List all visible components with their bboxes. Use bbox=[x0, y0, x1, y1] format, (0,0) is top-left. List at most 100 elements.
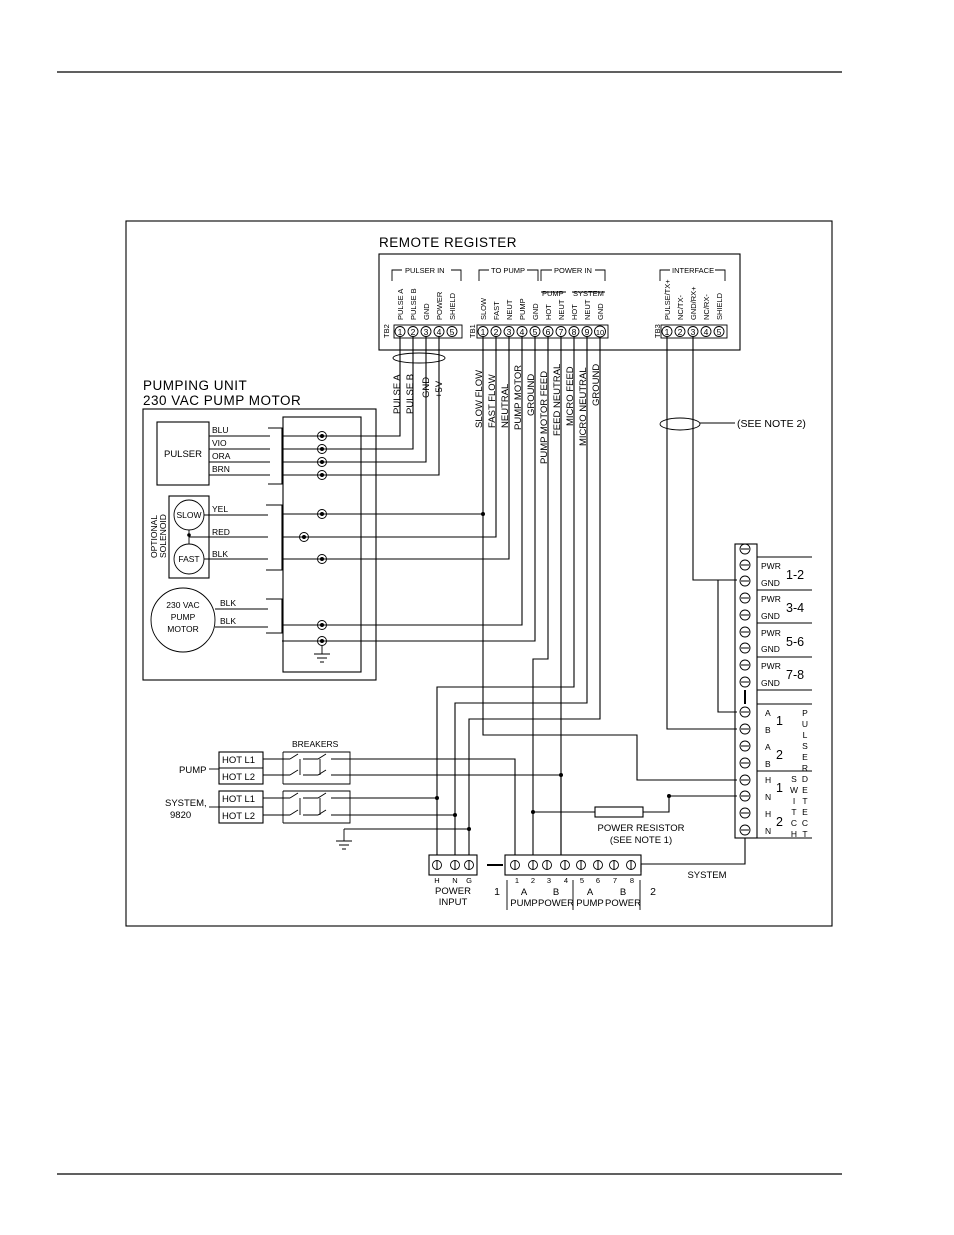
svg-text:3: 3 bbox=[424, 327, 429, 337]
svg-text:H: H bbox=[791, 829, 797, 839]
wire-ora: ORA bbox=[212, 451, 231, 461]
svg-text:2: 2 bbox=[411, 327, 416, 337]
switch-group-1: 1 bbox=[776, 781, 783, 795]
wire-gnd-bus bbox=[717, 580, 737, 713]
strip-num: 3 bbox=[547, 876, 551, 885]
tb2-id: TB2 bbox=[382, 324, 391, 338]
remote-register-box bbox=[378, 253, 741, 351]
wire-blu: BLU bbox=[212, 425, 229, 435]
system-hot-l2: HOT L2 bbox=[222, 811, 255, 822]
wire-interface-gnd bbox=[692, 337, 737, 581]
ab-label: A bbox=[765, 708, 771, 718]
power-input-n: N bbox=[452, 876, 457, 885]
svg-text:5: 5 bbox=[717, 327, 722, 337]
pumping-unit-box bbox=[142, 408, 377, 681]
strip-num: 7 bbox=[613, 876, 617, 885]
pumping-unit-title: PUMPING UNIT bbox=[143, 378, 247, 393]
strip-num: 4 bbox=[564, 876, 568, 885]
tb3-label: PULSE/TX+ bbox=[663, 279, 672, 320]
strip-a-1: A bbox=[521, 887, 528, 898]
tb2-label: POWER bbox=[435, 291, 444, 320]
ab-label: B bbox=[765, 759, 771, 769]
svg-text:T: T bbox=[791, 807, 796, 817]
svg-text:T: T bbox=[802, 796, 807, 806]
pump-hot-l1: HOT L1 bbox=[222, 755, 255, 766]
wire-system-ground bbox=[468, 337, 601, 855]
tb3-terminal: 2 bbox=[674, 326, 686, 337]
switch-group-2: 2 bbox=[776, 815, 783, 829]
cable-label: PUMP MOTOR FEED bbox=[539, 371, 550, 464]
tb1-terminal: 2 bbox=[490, 326, 502, 337]
diagram-frame bbox=[125, 220, 833, 927]
interface-bracket bbox=[659, 269, 726, 281]
pulser-in-label: PULSER IN bbox=[405, 266, 445, 275]
svg-text:9: 9 bbox=[585, 327, 590, 337]
tb3-label: NC/TX- bbox=[676, 295, 685, 321]
see-note-2: (SEE NOTE 2) bbox=[737, 418, 806, 430]
tb2-terminal: 4 bbox=[433, 326, 445, 337]
system-label: SYSTEM bbox=[687, 870, 726, 881]
hn-label: H bbox=[765, 775, 771, 785]
tb2-cable-sheath bbox=[392, 352, 446, 364]
svg-text:2: 2 bbox=[494, 327, 499, 337]
gnd-label: GND bbox=[761, 644, 780, 654]
tb3-terminal: 5 bbox=[713, 326, 725, 337]
power-resistor-note: (SEE NOTE 1) bbox=[610, 835, 672, 846]
tb3-terminal: 1 bbox=[661, 326, 673, 337]
svg-text:10: 10 bbox=[596, 328, 604, 337]
power-resistor-label: POWER RESISTOR bbox=[598, 823, 685, 834]
svg-text:6: 6 bbox=[546, 327, 551, 337]
tb1-label: HOT bbox=[544, 304, 553, 320]
tb1-terminal: 6 bbox=[542, 326, 554, 337]
pair-1-2: 1-2 bbox=[786, 568, 804, 582]
strip-num: 1 bbox=[515, 876, 519, 885]
svg-text:1: 1 bbox=[665, 327, 670, 337]
svg-text:T: T bbox=[802, 829, 807, 839]
cable-label: NEUTRAL bbox=[500, 384, 511, 428]
power-input-label-2: INPUT bbox=[439, 897, 468, 908]
strip-num: 2 bbox=[531, 876, 535, 885]
tb3-terminal: 4 bbox=[700, 326, 712, 337]
wire-pulse-b bbox=[282, 337, 414, 450]
strip-b-1: B bbox=[553, 887, 559, 898]
tb1-id: TB1 bbox=[468, 324, 477, 338]
breakers-system-9820: 9820 bbox=[170, 810, 191, 821]
svg-text:P: P bbox=[802, 708, 808, 718]
svg-text:5: 5 bbox=[450, 327, 455, 337]
remote-register: REMOTE REGISTER PULSER IN TO PUMP POWER … bbox=[378, 235, 741, 351]
wire-power-resistor bbox=[533, 795, 737, 813]
strip-num: 5 bbox=[580, 876, 584, 885]
motor-label-3: MOTOR bbox=[167, 624, 198, 634]
power-input-block bbox=[428, 854, 478, 876]
pulser-group-1: 1 bbox=[776, 714, 783, 728]
solenoid-junction bbox=[187, 533, 191, 537]
tb1-terminal: 8 bbox=[568, 326, 580, 337]
cable-label: SLOW FLOW bbox=[474, 370, 485, 428]
svg-text:2: 2 bbox=[678, 327, 683, 337]
bottom-strip-screws bbox=[510, 860, 636, 870]
tb1-terminal: 5 bbox=[529, 326, 541, 337]
gnd-label: GND bbox=[761, 578, 780, 588]
pair-5-6: 5-6 bbox=[786, 635, 804, 649]
cable-label: GROUND bbox=[591, 364, 602, 406]
tb2-terminal: 3 bbox=[420, 326, 432, 337]
tb2-terminals: 1 2 3 4 5 bbox=[393, 324, 463, 339]
wire-pump-hot-l2 bbox=[347, 774, 562, 855]
tb1-label: NEUT bbox=[583, 299, 592, 320]
tb1-label: SLOW bbox=[479, 297, 488, 320]
svg-text:L: L bbox=[803, 730, 808, 740]
to-pump-label: TO PUMP bbox=[491, 266, 525, 275]
tb2-terminal: 5 bbox=[446, 326, 458, 337]
pump-ground-icon bbox=[314, 646, 330, 663]
fast-label: FAST bbox=[178, 554, 199, 564]
cable-label: GROUND bbox=[526, 374, 537, 416]
svg-text:E: E bbox=[802, 752, 808, 762]
wire-5v bbox=[282, 337, 440, 476]
pulser-dividers bbox=[757, 703, 812, 839]
pump-terminal-block bbox=[282, 416, 362, 673]
system-breaker-switches bbox=[263, 790, 351, 824]
wire-neutral bbox=[282, 337, 510, 560]
breakers-title: BREAKERS bbox=[292, 739, 339, 749]
remote-register-title: REMOTE REGISTER bbox=[379, 235, 517, 250]
optional-label: OPTIONAL bbox=[149, 515, 159, 558]
